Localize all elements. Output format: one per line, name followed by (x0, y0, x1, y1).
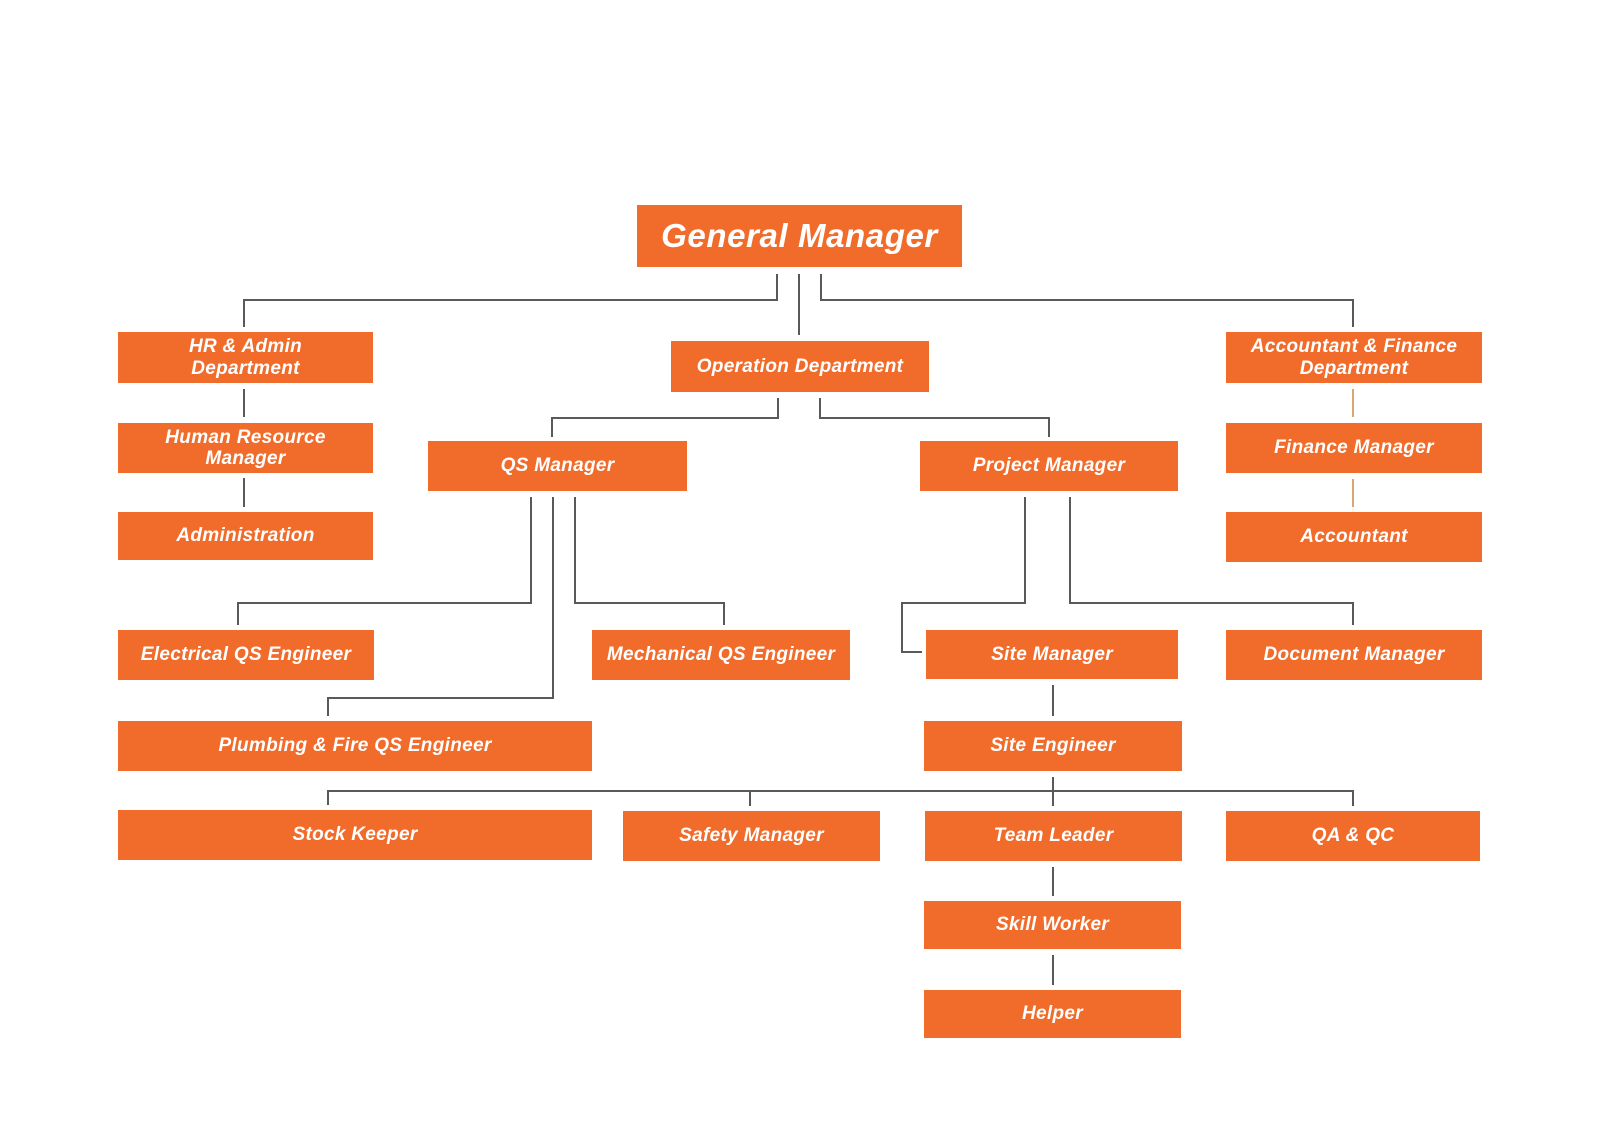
connector-tl-to-sw (1052, 867, 1054, 896)
org-box-electrical-qs-engineer: Electrical QS Engineer (118, 630, 374, 680)
connector-op-left-stub (777, 398, 779, 419)
connector-af-to-fm (1352, 389, 1354, 417)
connector-hrm-to-admin (243, 478, 245, 507)
connector-af-top-drop (1352, 299, 1354, 327)
connector-pm-right-h (1069, 602, 1354, 604)
connector-mechanical-drop (723, 602, 725, 625)
connector-hr-top-drop (243, 299, 245, 327)
connector-qs-stub-mid (552, 497, 554, 699)
connector-bottom-row-h (327, 790, 1354, 792)
connector-plumbing-drop (327, 697, 329, 716)
org-box-safety-manager: Safety Manager (623, 811, 880, 861)
connector-gm-left-stub (776, 274, 778, 300)
connector-pm-stub-left (1024, 497, 1026, 604)
org-box-site-manager: Site Manager (926, 630, 1178, 679)
connector-gm-center-drop (798, 274, 800, 335)
connector-qs-stub-right (574, 497, 576, 604)
connector-stock-drop (327, 790, 329, 805)
connector-hr-to-hrm (243, 389, 245, 417)
org-box-hr-admin-department: HR & Admin Department (118, 332, 373, 383)
org-box-operation-department: Operation Department (671, 341, 929, 392)
connector-fm-to-acc (1352, 479, 1354, 507)
org-box-skill-worker: Skill Worker (924, 901, 1181, 949)
connector-qs-left-h (237, 602, 532, 604)
connector-safety-drop (749, 790, 751, 806)
connector-pm-top-drop (1048, 417, 1050, 437)
connector-qs-top-drop (551, 417, 553, 437)
connector-op-right-stub (819, 398, 821, 419)
org-box-mechanical-qs-engineer: Mechanical QS Engineer (592, 630, 850, 680)
connector-sm-to-se (1052, 685, 1054, 716)
connector-sm-side-down (901, 602, 903, 653)
connector-pm-left-h (901, 602, 1026, 604)
org-box-stock-keeper: Stock Keeper (118, 810, 592, 860)
org-box-team-leader: Team Leader (925, 811, 1182, 861)
org-box-administration: Administration (118, 512, 373, 560)
org-box-accountant: Accountant (1226, 512, 1482, 562)
org-box-human-resource-manager: Human Resource Manager (118, 423, 373, 473)
org-box-general-manager: General Manager (637, 205, 962, 267)
connector-plumbing-h (327, 697, 554, 699)
connector-sm-side-h (901, 651, 922, 653)
org-box-plumbing-fire-qs-engineer: Plumbing & Fire QS Engineer (118, 721, 592, 771)
connector-electrical-drop (237, 602, 239, 625)
org-box-accountant-finance-department: Accountant & Finance Department (1226, 332, 1482, 383)
org-box-site-engineer: Site Engineer (924, 721, 1182, 771)
org-box-finance-manager: Finance Manager (1226, 423, 1482, 473)
connector-qaqc-drop (1352, 790, 1354, 806)
org-box-qs-manager: QS Manager (428, 441, 687, 491)
org-box-helper: Helper (924, 990, 1181, 1038)
connector-gm-right-stub (820, 274, 822, 300)
connector-op-right-h (819, 417, 1050, 419)
org-box-document-manager: Document Manager (1226, 630, 1482, 680)
org-box-qa-qc: QA & QC (1226, 811, 1480, 861)
connector-pm-stub-right (1069, 497, 1071, 604)
connector-dm-drop (1352, 602, 1354, 625)
connector-op-left-h (551, 417, 779, 419)
connector-qs-right-h (574, 602, 725, 604)
org-box-project-manager: Project Manager (920, 441, 1178, 491)
connector-qs-stub-left (530, 497, 532, 604)
connector-gm-right-h (820, 299, 1354, 301)
connector-sw-to-helper (1052, 955, 1054, 985)
connector-gm-left-h (243, 299, 778, 301)
